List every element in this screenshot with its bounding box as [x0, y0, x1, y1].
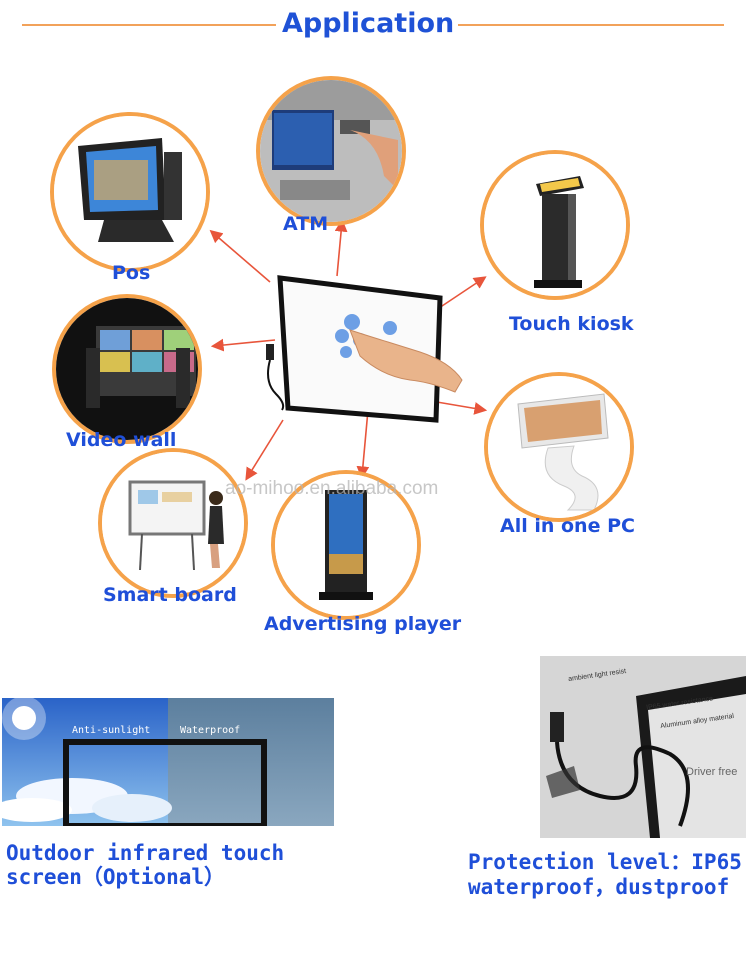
pos-image [50, 112, 210, 272]
page-title: Application [282, 8, 455, 39]
video-wall-image [52, 294, 202, 444]
label-touch-kiosk: Touch kiosk [509, 313, 634, 335]
outdoor-caption-line2: screen（Optional） [6, 865, 226, 889]
outdoor-screen-image: Anti-sunlight Waterproof [2, 698, 334, 826]
label-atm: ATM [283, 213, 329, 235]
label-video-wall: Video wall [66, 429, 177, 451]
header-rule-left [22, 24, 276, 26]
protection-caption-line2: waterproof，dustproof [468, 875, 730, 899]
header-rule-right [458, 24, 724, 26]
all-in-one-pc-image [484, 372, 634, 522]
atm-image [256, 76, 406, 226]
usb-cable [266, 344, 285, 411]
outdoor-caption-line1: Outdoor infrared touch [6, 841, 285, 865]
touch-kiosk-image [480, 150, 630, 300]
touch-frame-center [266, 270, 470, 430]
protection-caption-line1: Protection level：IP65 [468, 850, 742, 874]
outdoor-label-anti-sunlight: Anti-sunlight [72, 725, 151, 736]
label-smart-board: Smart board [103, 584, 237, 606]
advertising-player-image [271, 470, 421, 620]
smart-board-image [98, 448, 248, 598]
watermark: ao-mihoo.en.alibaba.com [225, 478, 439, 499]
ip65-product-image: ambient light resist IP65 water resistan… [540, 656, 746, 838]
touch-frame-illustration [277, 275, 463, 423]
outdoor-label-waterproof: Waterproof [180, 725, 241, 736]
label-advertising-player: Advertising player [264, 613, 462, 635]
label-pos: Pos [112, 262, 151, 284]
ip65-tag-driver-free: Driver free [686, 766, 738, 778]
label-all-in-one-pc: All in one PC [500, 515, 635, 537]
